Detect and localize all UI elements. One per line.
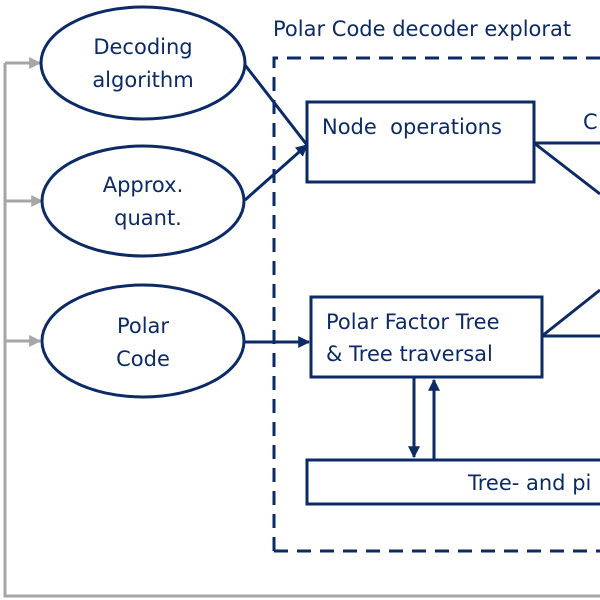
frame-border-top-left [272,56,600,551]
frame-title: Polar Code decoder explorat [273,17,571,41]
input-label-line2: Code [116,347,170,371]
input-label-line1: Polar [117,314,169,338]
input-label-line1: Approx. [103,173,184,197]
input-label-line1: Decoding [93,35,192,59]
ellipse-shape [40,144,246,258]
block-shape [309,295,544,379]
block-shape [305,458,600,506]
edge-tree-diagonal [541,288,600,338]
input-label-line2: quant. [114,206,182,230]
exploration-frame: Polar Code decoder explorat [272,17,600,553]
feedback-line [3,63,600,598]
edges [243,64,600,460]
edge-approx-to-node-ops [244,143,308,202]
input-approx-quant[interactable]: Approx. quant. [40,144,246,258]
block-tree-and-pipeline[interactable]: Tree- and pi [305,458,600,506]
edge-decoding-to-node-ops [243,64,309,146]
input-label-line2: algorithm [92,68,193,92]
block-label-line2: & Tree traversal [326,342,493,366]
block-label: Tree- and pi [467,471,591,495]
block-label-line1: Polar Factor Tree [326,310,500,334]
feedback-loop [3,57,600,598]
ellipse-shape [39,5,247,121]
block-label: Node operations [322,115,502,139]
block-polar-factor-tree[interactable]: Polar Factor Tree & Tree traversal [309,295,544,379]
block-node-operations[interactable]: Node operations [305,100,536,184]
ellipse-shape [40,283,246,399]
block-shape [305,100,536,184]
edge-node-ops-diagonal [533,141,600,196]
input-decoding-algorithm[interactable]: Decoding algorithm [39,5,247,121]
cut-off-label: C [583,110,598,134]
input-polar-code[interactable]: Polar Code [40,283,246,399]
